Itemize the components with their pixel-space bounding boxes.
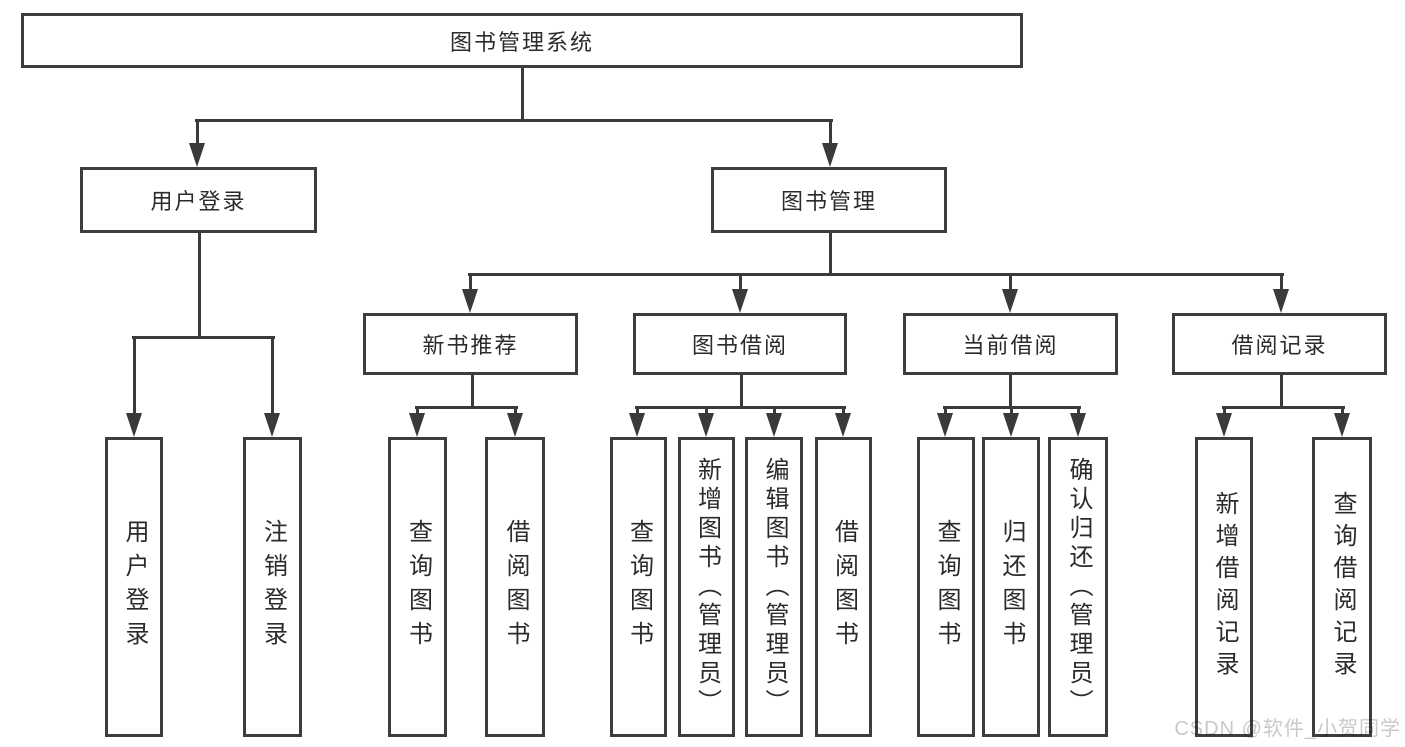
node-leaf-return-books: 归还图书 <box>982 437 1040 737</box>
node-leaf-borrow-books-recommend: 借阅图书 <box>485 437 545 737</box>
node-label-leaf-query-books-borrow: 查询图书 <box>625 519 653 655</box>
arrowhead-down-icon <box>835 413 851 437</box>
arrowhead-down-icon <box>629 413 645 437</box>
arrowhead-down-icon <box>264 413 280 437</box>
node-label-leaf-borrow-books-recommend: 借阅图书 <box>502 519 529 655</box>
arrowhead-down-icon <box>189 143 205 167</box>
connector-bar-borrowing-split <box>634 406 846 409</box>
node-label-root-library-system: 图书管理系统 <box>449 29 594 55</box>
arrowhead-down-icon <box>732 289 748 313</box>
connector-drop-user-login-split-1 <box>270 336 274 431</box>
node-leaf-add-books-admin: 新增图书（管理员） <box>678 437 735 737</box>
arrowhead-down-icon <box>1273 289 1289 313</box>
connector-bar-recommend-split <box>414 406 518 409</box>
connector-stem-current-split <box>1008 375 1012 409</box>
node-root-library-system: 图书管理系统 <box>21 13 1023 68</box>
node-leaf-user-login: 用户登录 <box>105 437 163 737</box>
connector-drop-root-split-1 <box>828 119 832 161</box>
arrowhead-down-icon <box>1003 413 1019 437</box>
node-label-borrowing-records: 借阅记录 <box>1231 333 1328 358</box>
node-label-user-login: 用户登录 <box>150 189 247 214</box>
arrowhead-down-icon <box>462 289 478 313</box>
connector-bar-root-split <box>194 119 833 122</box>
connector-drop-user-login-split-0 <box>132 336 136 431</box>
node-current-borrowing: 当前借阅 <box>903 313 1118 375</box>
node-label-leaf-return-books: 归还图书 <box>998 519 1025 655</box>
node-leaf-query-books-recommend: 查询图书 <box>388 437 447 737</box>
node-label-leaf-add-books-admin: 新增图书（管理员） <box>693 456 721 718</box>
arrowhead-down-icon <box>822 143 838 167</box>
csdn-watermark: CSDN @软件_小贺同学 <box>1174 718 1401 740</box>
node-label-leaf-add-borrow-record: 新增借阅记录 <box>1211 491 1238 683</box>
arrowhead-down-icon <box>1070 413 1086 437</box>
node-leaf-edit-books-admin: 编辑图书（管理员） <box>745 437 803 737</box>
connector-stem-records-split <box>1279 375 1283 409</box>
node-leaf-query-borrow-record: 查询借阅记录 <box>1312 437 1372 737</box>
arrowhead-down-icon <box>1216 413 1232 437</box>
node-leaf-query-books-current: 查询图书 <box>917 437 975 737</box>
node-label-book-borrowing: 图书借阅 <box>691 333 788 358</box>
arrowhead-down-icon <box>126 413 142 437</box>
node-label-new-book-recommendation: 新书推荐 <box>422 333 519 358</box>
node-leaf-borrow-books: 借阅图书 <box>815 437 872 737</box>
arrowhead-down-icon <box>409 413 425 437</box>
node-label-leaf-confirm-return-admin: 确认归还（管理员） <box>1065 456 1092 718</box>
arrowhead-down-icon <box>937 413 953 437</box>
connector-stem-user-login-split <box>197 233 201 339</box>
node-leaf-add-borrow-record: 新增借阅记录 <box>1195 437 1253 737</box>
connector-stem-root-split <box>520 68 524 122</box>
connector-drop-root-split-0 <box>195 119 199 161</box>
node-label-leaf-query-borrow-record: 查询借阅记录 <box>1329 491 1356 683</box>
node-new-book-recommendation: 新书推荐 <box>363 313 578 375</box>
connector-stem-borrowing-split <box>739 375 743 409</box>
node-label-leaf-logout: 注销登录 <box>259 519 287 655</box>
node-book-management: 图书管理 <box>711 167 947 233</box>
node-label-leaf-query-books-current: 查询图书 <box>933 519 960 655</box>
connector-stem-book-management-split <box>828 233 832 276</box>
node-label-leaf-query-books-recommend: 查询图书 <box>404 519 432 655</box>
node-borrowing-records: 借阅记录 <box>1172 313 1387 375</box>
node-leaf-confirm-return-admin: 确认归还（管理员） <box>1048 437 1108 737</box>
node-label-leaf-user-login: 用户登录 <box>121 519 148 655</box>
node-label-book-management: 图书管理 <box>780 189 877 214</box>
node-user-login: 用户登录 <box>80 167 317 233</box>
arrowhead-down-icon <box>1002 289 1018 313</box>
node-leaf-query-books-borrow: 查询图书 <box>610 437 667 737</box>
arrowhead-down-icon <box>766 413 782 437</box>
node-label-leaf-borrow-books: 借阅图书 <box>830 519 858 655</box>
connector-bar-records-split <box>1221 406 1345 409</box>
node-book-borrowing: 图书借阅 <box>633 313 847 375</box>
arrowhead-down-icon <box>698 413 714 437</box>
node-label-leaf-edit-books-admin: 编辑图书（管理员） <box>761 456 788 718</box>
node-label-current-borrowing: 当前借阅 <box>962 333 1059 358</box>
connector-stem-recommend-split <box>470 375 474 409</box>
arrowhead-down-icon <box>1334 413 1350 437</box>
arrowhead-down-icon <box>507 413 523 437</box>
connector-bar-book-management-split <box>467 273 1284 276</box>
node-leaf-logout: 注销登录 <box>243 437 302 737</box>
connector-bar-user-login-split <box>131 336 275 339</box>
